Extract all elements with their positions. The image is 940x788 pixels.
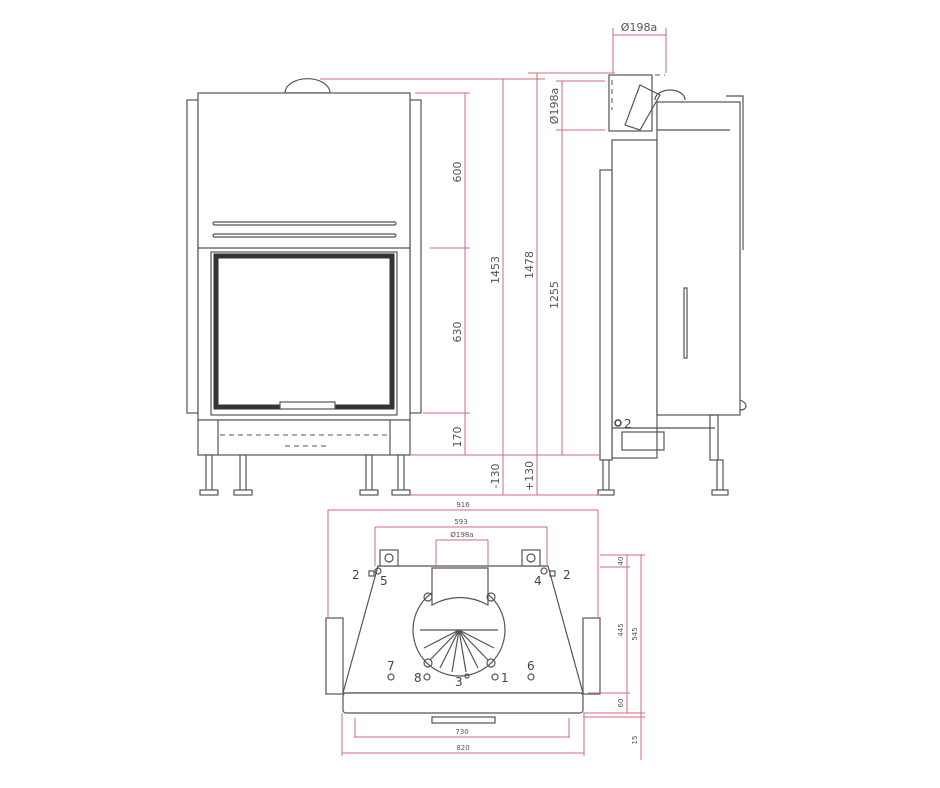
dim-593: 593: [454, 518, 467, 526]
marker-8: 8: [414, 671, 422, 685]
dim-1478: 1478: [523, 251, 536, 279]
flue-dome: [284, 78, 331, 94]
marker-2-left: 2: [352, 568, 360, 582]
marker-2: 2: [624, 417, 632, 431]
dim-545: 545: [631, 627, 639, 640]
base-frame: [197, 419, 411, 456]
dim-170: 170: [451, 427, 464, 448]
connection-points: [368, 567, 556, 681]
lug-left: [379, 549, 399, 567]
marker-3: 3: [455, 675, 463, 689]
marker-2-right: 2: [563, 568, 571, 582]
dim-820: 820: [456, 744, 469, 752]
flue-box: [608, 74, 653, 132]
dim-flue-top: Ø198a: [621, 21, 657, 34]
dim-60: 60: [617, 699, 625, 708]
marker-6: 6: [527, 659, 535, 673]
dim-1453: 1453: [489, 256, 502, 284]
top-view: 2 5 4 2 7 8 3 1 6 916 593 Ø198a 40 445: [325, 501, 645, 760]
front-plate: [726, 95, 744, 250]
front-pillar: [599, 169, 613, 461]
dim-916: 916: [456, 501, 470, 509]
marker-1: 1: [501, 671, 509, 685]
dim-flue-side: Ø198a: [548, 88, 561, 124]
marker-4: 4: [534, 574, 542, 588]
side-feet: [597, 459, 729, 496]
connection-marker-icon: [614, 419, 622, 427]
vent-slot: [212, 221, 397, 226]
dim-plus-130: +130: [523, 461, 536, 491]
front-dimensions: 600 630 170 1453 -130 1478 +130: [320, 72, 615, 496]
dim-40: 40: [617, 557, 625, 566]
fan-blades: [420, 629, 498, 673]
main-body: [656, 101, 741, 416]
side-dimensions: Ø198a Ø198a 1255: [545, 21, 667, 496]
vent-slot: [212, 233, 397, 238]
flue-elbow: [624, 84, 661, 131]
dim-flue-top-view: Ø198a: [450, 531, 473, 539]
flue-outlet: [431, 567, 489, 607]
right-side-panel: [409, 99, 422, 414]
dim-minus-130: -130: [489, 464, 502, 489]
dim-600: 600: [451, 162, 464, 183]
side-view: 2 Ø198a Ø198a 1255: [545, 21, 747, 496]
marker-7: 7: [387, 659, 395, 673]
right-flange: [582, 617, 601, 695]
left-side-panel: [186, 99, 199, 414]
top-base: [342, 692, 584, 714]
side-body: [611, 139, 658, 459]
marker-5: 5: [380, 574, 388, 588]
door-frame: [210, 251, 398, 416]
lug-right: [521, 549, 541, 567]
dim-630: 630: [451, 322, 464, 343]
top-handle: [431, 716, 496, 724]
dim-15: 15: [631, 736, 639, 745]
dim-730: 730: [455, 728, 468, 736]
top-dimensions: 916 593 Ø198a 40 445 545 60 15 730 820: [327, 501, 645, 760]
left-flange: [325, 617, 344, 695]
front-view: 600 630 170 1453 -130 1478 +130: [186, 72, 615, 496]
adjustable-feet: [199, 454, 411, 496]
dim-1255: 1255: [548, 281, 561, 309]
door-handle: [279, 401, 336, 410]
dim-445: 445: [617, 623, 625, 636]
